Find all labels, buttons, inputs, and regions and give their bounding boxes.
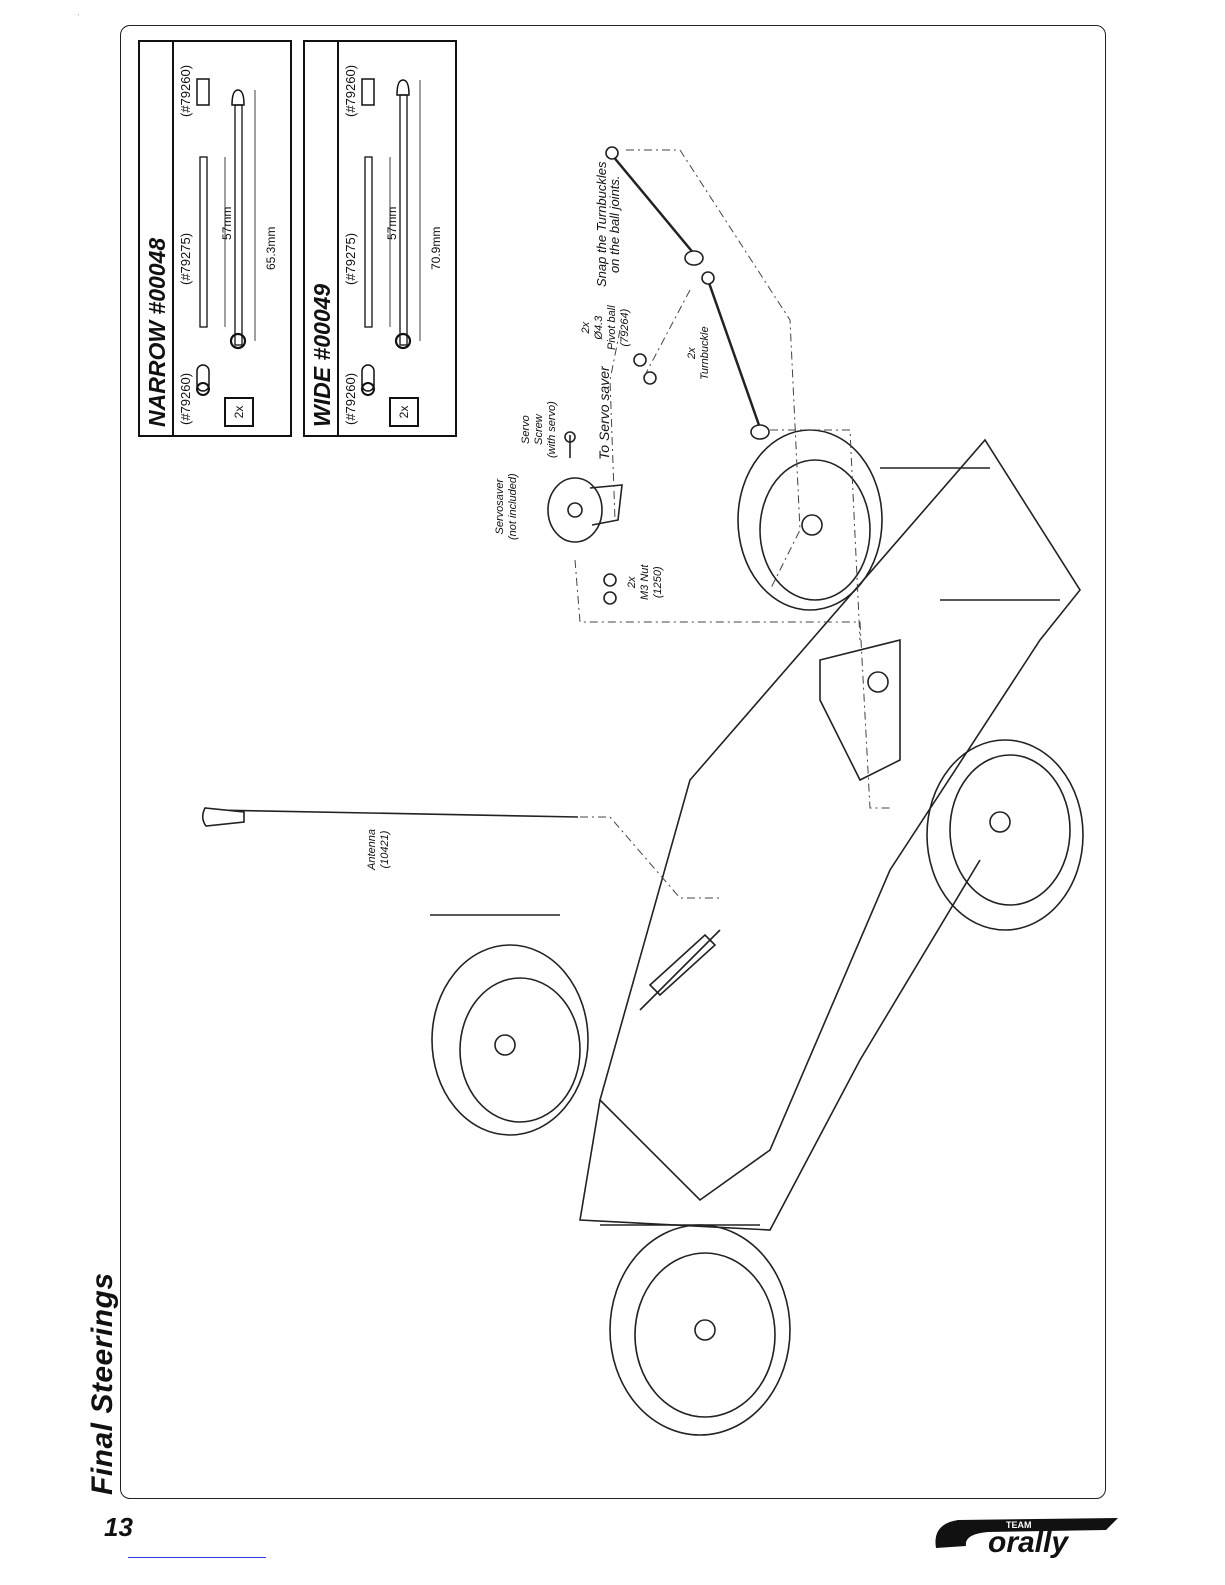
callout-line: Screw <box>533 414 545 445</box>
callout-line: (10421) <box>379 830 391 869</box>
callout-line: 2x <box>580 321 592 334</box>
svg-text:TEAM: TEAM <box>1006 1520 1032 1530</box>
corner-mark: ' <box>78 14 80 21</box>
snap-instruction: Snap the Turnbuckles on the ball joints. <box>594 162 622 288</box>
antenna-icon <box>211 809 579 818</box>
wheel-icon <box>737 429 883 611</box>
servosaver-label: Servosaver (not included) <box>494 473 520 540</box>
wheel-icon <box>431 944 589 1136</box>
callout-line: Servosaver <box>494 478 506 535</box>
wheel-icon <box>609 1224 791 1436</box>
callout-line: (not included) <box>507 473 519 540</box>
callout-line: M3 Nut <box>639 564 651 600</box>
callout-line: (79264) <box>619 308 631 347</box>
callout-line: (1250) <box>652 566 664 599</box>
callout-line: Ø4.3 <box>593 315 605 340</box>
turnbuckle-parts-icon <box>361 78 421 396</box>
kit-box-narrow: NARROW #00048 (#79260) (#79275) (#79260)… <box>138 40 292 437</box>
callout-line: Pivot ball <box>606 305 618 350</box>
servo-screw-label: Servo Screw (with servo) <box>520 401 559 458</box>
turnbuckle-parts-icon <box>196 78 256 396</box>
wheel-icon <box>926 739 1084 931</box>
page-frame <box>120 25 1106 1499</box>
callout-line: on the ball joints. <box>607 175 622 274</box>
callout-line: 2x <box>626 576 638 589</box>
footer-rule <box>128 1557 266 1558</box>
callout-line: Turnbuckle <box>699 326 711 380</box>
turnbuckle-label: 2x Turnbuckle <box>686 326 712 380</box>
svg-text:orally: orally <box>988 1526 1069 1559</box>
callout-line: Antenna <box>366 829 378 870</box>
pivot-ball-label: 2x Ø4.3 Pivot ball (79264) <box>580 305 632 350</box>
team-corally-logo: orally TEAM <box>935 1518 1118 1559</box>
callout-line: Servo <box>520 415 532 444</box>
kit-box-wide: WIDE #00049 (#79260) (#79275) (#79260) 2… <box>303 40 457 437</box>
callout-line: (with servo) <box>546 401 558 458</box>
page-number: 13 <box>104 1512 133 1542</box>
antenna-label: Antenna (10421) <box>366 829 392 870</box>
callout-line: 2x <box>686 347 698 360</box>
to-servo-saver-label: To Servo saver <box>596 366 612 460</box>
m3-nut-label: 2x M3 Nut (1250) <box>626 565 665 600</box>
